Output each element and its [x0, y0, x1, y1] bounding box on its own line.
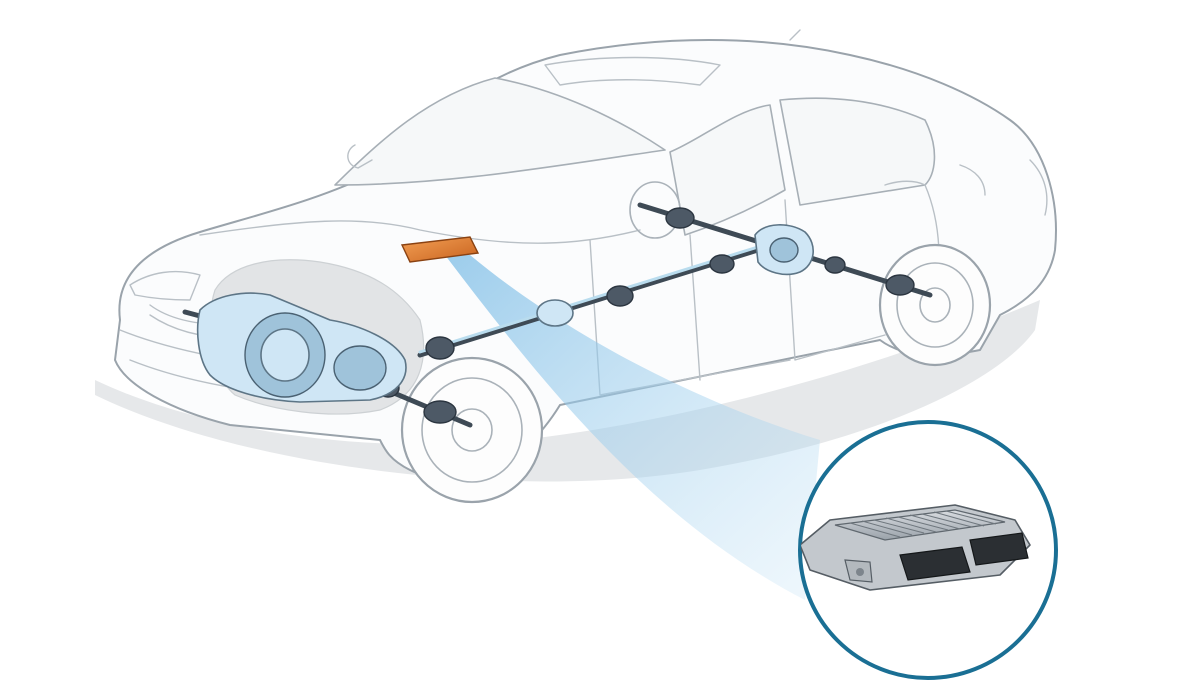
windshield: [334, 77, 666, 186]
door-handle: [884, 180, 926, 186]
ecu-mount-hole: [856, 568, 864, 576]
rear-side-window: [779, 97, 936, 206]
rear-axle-left-boot: [665, 207, 695, 229]
rear-right-wheel: [878, 243, 992, 367]
control-module-closeup: [798, 420, 1058, 680]
highlight-beam: [445, 255, 820, 600]
rear-differential-cover: [769, 237, 799, 263]
hood-line: [199, 220, 641, 244]
transmission-flywheel: [260, 328, 310, 382]
ecu-heatsink: [834, 509, 1006, 541]
transfer-case: [333, 345, 387, 391]
ecu-fins: [849, 510, 997, 538]
front-left-wheel: [400, 356, 544, 504]
antenna: [789, 29, 801, 41]
sunroof: [544, 56, 721, 86]
driveshaft-carrier: [536, 299, 574, 327]
rear-lights: [959, 159, 1048, 216]
headlight: [129, 270, 201, 301]
driveshaft-joint-1: [425, 336, 455, 360]
ecu-connector-right: [969, 532, 1029, 566]
side-mirror: [347, 144, 373, 169]
rear-axle-right-boot: [885, 274, 915, 296]
control-module: [400, 236, 480, 263]
driveshaft-joint-3: [709, 254, 735, 274]
front-axle-boot: [423, 400, 457, 424]
rear-axle-joint: [824, 256, 846, 274]
drivetrain: [182, 202, 933, 428]
ecu-connector-left: [899, 546, 971, 581]
driveshaft-joint-2: [606, 285, 634, 307]
